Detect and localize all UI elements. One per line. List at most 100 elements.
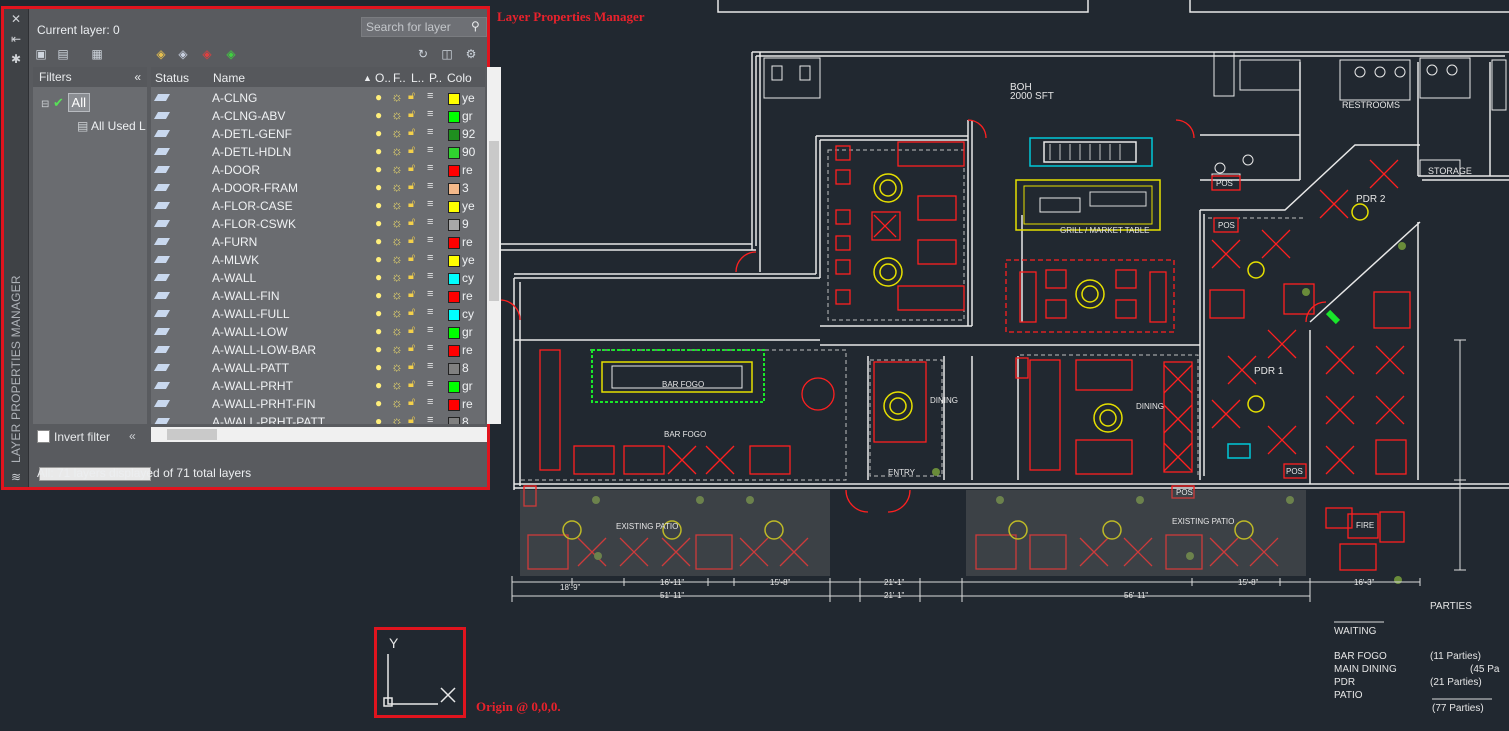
new-layer-icon[interactable]: ◈: [156, 47, 166, 61]
layer-row[interactable]: A-WALL-PRHT-FIN●☼🔓︎≡re: [151, 395, 485, 413]
tree-item-all-used-layers[interactable]: ▤ All Used L: [77, 119, 146, 133]
lightbulb-on-icon[interactable]: ●: [375, 360, 383, 374]
sun-thaw-icon[interactable]: ☼: [391, 269, 403, 284]
layer-list-horizontal-scrollbar[interactable]: [151, 427, 487, 442]
unlock-icon[interactable]: 🔓︎: [408, 414, 416, 424]
printer-icon[interactable]: ≡: [427, 414, 434, 424]
layer-list-vertical-scrollbar[interactable]: [487, 67, 501, 424]
col-plot[interactable]: P..: [429, 71, 443, 85]
sun-thaw-icon[interactable]: ☼: [391, 341, 403, 356]
layer-name[interactable]: A-DOOR: [212, 163, 260, 177]
col-freeze[interactable]: F..: [393, 71, 406, 85]
lightbulb-on-icon[interactable]: ●: [375, 342, 383, 356]
unlock-icon[interactable]: 🔓︎: [408, 180, 416, 192]
layer-name[interactable]: A-FURN: [212, 235, 258, 249]
filters-tree-pane[interactable]: Filters« ⊟ ✔ All ▤ All Used L: [33, 67, 151, 481]
layer-row[interactable]: A-WALL-LOW●☼🔓︎≡gr: [151, 323, 485, 341]
layer-status-icon[interactable]: [153, 418, 171, 424]
layer-row[interactable]: A-WALL-FULL●☼🔓︎≡cy: [151, 305, 485, 323]
printer-icon[interactable]: ≡: [427, 234, 434, 246]
layer-row[interactable]: A-MLWK●☼🔓︎≡ye: [151, 251, 485, 269]
layer-status-icon[interactable]: [153, 220, 171, 227]
settings-window-icon[interactable]: ◫: [441, 47, 453, 61]
sun-thaw-icon[interactable]: ☼: [391, 197, 403, 212]
layer-status-icon[interactable]: [153, 112, 171, 119]
color-swatch[interactable]: [448, 129, 460, 141]
layer-name[interactable]: A-WALL-LOW-BAR: [212, 343, 317, 357]
sun-thaw-icon[interactable]: ☼: [391, 323, 403, 338]
sun-thaw-icon[interactable]: ☼: [391, 287, 403, 302]
tree-item-all[interactable]: ⊟ ✔ All: [41, 93, 90, 112]
lightbulb-on-icon[interactable]: ●: [375, 252, 383, 266]
color-swatch[interactable]: [448, 237, 460, 249]
unlock-icon[interactable]: 🔓︎: [408, 270, 416, 282]
unlock-icon[interactable]: 🔓︎: [408, 324, 416, 336]
sun-thaw-icon[interactable]: ☼: [391, 125, 403, 140]
printer-icon[interactable]: ≡: [427, 90, 434, 102]
color-swatch[interactable]: [448, 381, 460, 393]
printer-icon[interactable]: ≡: [427, 396, 434, 408]
layer-name[interactable]: A-WALL-LOW: [212, 325, 288, 339]
unlock-icon[interactable]: 🔓︎: [408, 216, 416, 228]
new-group-filter-icon[interactable]: ▤: [57, 47, 69, 61]
layer-row[interactable]: A-WALL●☼🔓︎≡cy: [151, 269, 485, 287]
color-swatch[interactable]: [448, 93, 460, 105]
sun-thaw-icon[interactable]: ☼: [391, 215, 403, 230]
new-layer-vp-frozen-icon[interactable]: ◈: [178, 47, 188, 61]
sun-thaw-icon[interactable]: ☼: [391, 179, 403, 194]
sun-thaw-icon[interactable]: ☼: [391, 233, 403, 248]
lightbulb-on-icon[interactable]: ●: [375, 288, 383, 302]
lightbulb-on-icon[interactable]: ●: [375, 90, 383, 104]
lightbulb-on-icon[interactable]: ●: [375, 108, 383, 122]
layer-name[interactable]: A-WALL: [212, 271, 257, 285]
layer-row[interactable]: A-FLOR-CSWK●☼🔓︎≡9: [151, 215, 485, 233]
color-swatch[interactable]: [448, 111, 460, 123]
layer-status-icon[interactable]: [153, 346, 171, 353]
printer-icon[interactable]: ≡: [427, 144, 434, 156]
printer-icon[interactable]: ≡: [427, 108, 434, 120]
unlock-icon[interactable]: 🔓︎: [408, 198, 416, 210]
unlock-icon[interactable]: 🔓︎: [408, 252, 416, 264]
sun-thaw-icon[interactable]: ☼: [391, 251, 403, 266]
unlock-icon[interactable]: 🔓︎: [408, 360, 416, 372]
layer-status-icon[interactable]: [153, 148, 171, 155]
sun-thaw-icon[interactable]: ☼: [391, 143, 403, 158]
layer-row[interactable]: A-DOOR●☼🔓︎≡re: [151, 161, 485, 179]
lightbulb-on-icon[interactable]: ●: [375, 144, 383, 158]
layer-status-icon[interactable]: [153, 310, 171, 317]
col-name[interactable]: Name: [213, 71, 246, 85]
lightbulb-on-icon[interactable]: ●: [375, 378, 383, 392]
sun-thaw-icon[interactable]: ☼: [391, 395, 403, 410]
unlock-icon[interactable]: 🔓︎: [408, 288, 416, 300]
lightbulb-on-icon[interactable]: ●: [375, 306, 383, 320]
lightbulb-on-icon[interactable]: ●: [375, 162, 383, 176]
layer-name[interactable]: A-DETL-HDLN: [212, 145, 292, 159]
layer-name[interactable]: A-WALL-PRHT: [212, 379, 293, 393]
lightbulb-on-icon[interactable]: ●: [375, 234, 383, 248]
layer-status-icon[interactable]: [153, 94, 171, 101]
lightbulb-on-icon[interactable]: ●: [375, 126, 383, 140]
sun-thaw-icon[interactable]: ☼: [391, 107, 403, 122]
layer-name[interactable]: A-WALL-PATT: [212, 361, 290, 375]
sun-thaw-icon[interactable]: ☼: [391, 89, 403, 104]
printer-icon[interactable]: ≡: [427, 306, 434, 318]
layer-status-icon[interactable]: [153, 400, 171, 407]
scroll-thumb[interactable]: [489, 141, 499, 301]
color-swatch[interactable]: [448, 165, 460, 177]
unlock-icon[interactable]: 🔓︎: [408, 306, 416, 318]
filters-horizontal-scrollbar[interactable]: [39, 467, 151, 481]
printer-icon[interactable]: ≡: [427, 162, 434, 174]
invert-filter-checkbox[interactable]: Invert filter: [37, 430, 110, 444]
unlock-icon[interactable]: 🔓︎: [408, 162, 416, 174]
layer-status-icon[interactable]: [153, 202, 171, 209]
printer-icon[interactable]: ≡: [427, 198, 434, 210]
printer-icon[interactable]: ≡: [427, 378, 434, 390]
autohide-icon[interactable]: ⇤: [10, 32, 22, 46]
layer-status-icon[interactable]: [153, 238, 171, 245]
color-swatch[interactable]: [448, 201, 460, 213]
layer-name[interactable]: A-FLOR-CASE: [212, 199, 293, 213]
unlock-icon[interactable]: 🔓︎: [408, 126, 416, 138]
layer-row[interactable]: A-FURN●☼🔓︎≡re: [151, 233, 485, 251]
color-swatch[interactable]: [448, 363, 460, 375]
